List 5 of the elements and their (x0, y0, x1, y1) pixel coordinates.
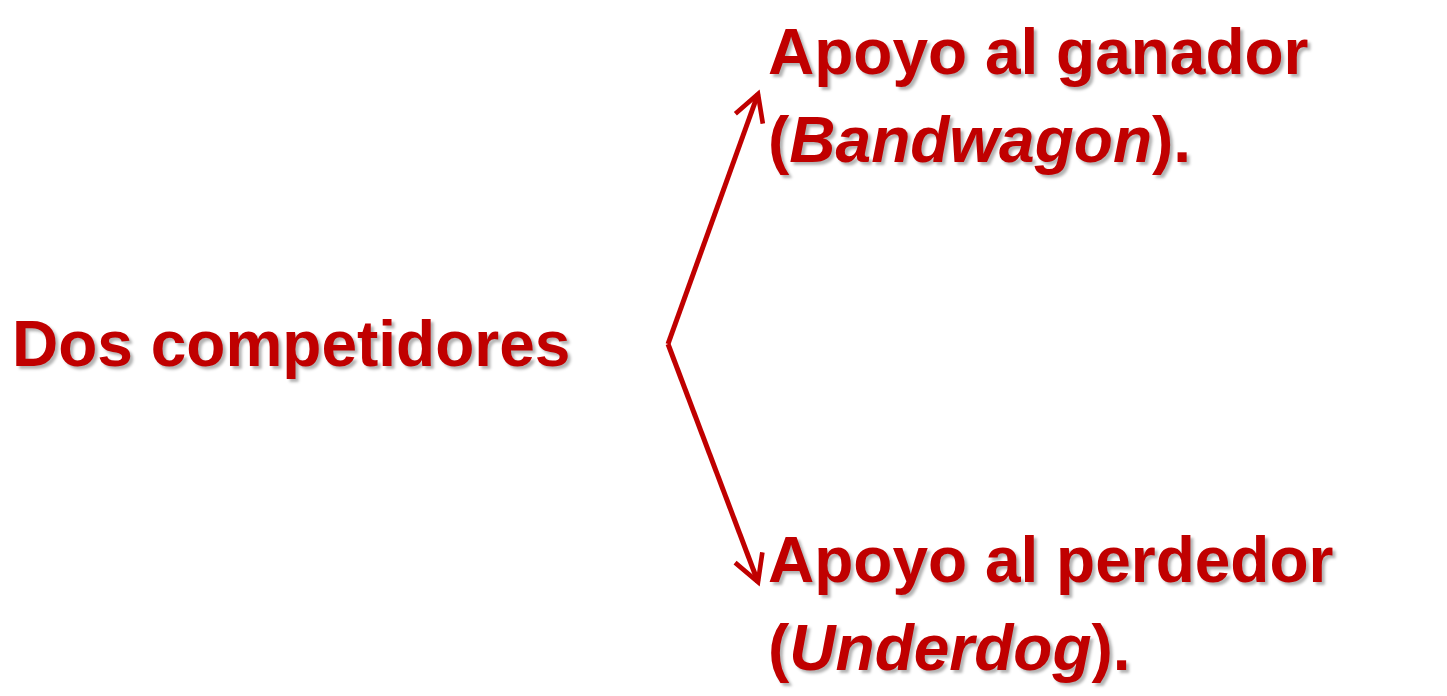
source-label: Dos competidores (12, 300, 662, 388)
outcome-label: Apoyo al perdedor (Underdog). (768, 516, 1438, 692)
arrow (665, 343, 765, 585)
arrow (665, 91, 766, 345)
outcome-label: Apoyo al ganador (Bandwagon). (768, 8, 1438, 184)
